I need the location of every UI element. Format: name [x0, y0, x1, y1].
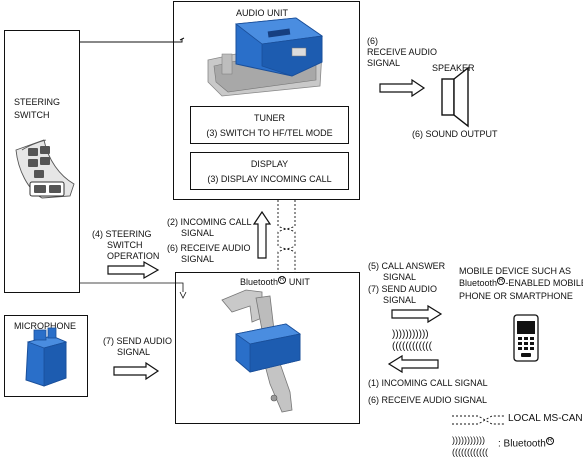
mobile-device-2-post: -ENABLED MOBILE	[505, 278, 583, 288]
send-audio-right-1: (7) SEND AUDIO	[368, 284, 438, 294]
display-title: DISPLAY	[250, 159, 289, 169]
arrow-mic-send-audio	[113, 361, 160, 381]
legend-bluetooth-symbol: ))))))))))) ((((((((((((	[452, 435, 488, 457]
local-ms-can-link	[277, 200, 296, 272]
audio-unit-title: AUDIO UNIT	[236, 8, 289, 18]
incoming-call-right: (1) INCOMING CALL SIGNAL	[368, 378, 488, 388]
mic-send-audio-1: (7) SEND AUDIO	[103, 336, 173, 346]
legend-bluetooth-pre: : Bluetooth	[498, 438, 546, 450]
steering-switch-label-2: SWITCH	[14, 110, 50, 120]
speaker-receive-2: RECEIVE AUDIO	[367, 47, 438, 57]
speaker-receive-3: SIGNAL	[367, 58, 401, 68]
receive-audio-right: (6) RECEIVE AUDIO SIGNAL	[368, 395, 488, 405]
bluetooth-unit-image	[221, 289, 301, 413]
send-audio-right-2: SIGNAL	[383, 295, 417, 305]
mic-send-audio-2: SIGNAL	[117, 347, 151, 357]
bluetooth-wave-out: )))))))))))	[392, 329, 429, 340]
svg-text:((((((((((((: ((((((((((((	[452, 447, 488, 457]
registered-mark: R	[278, 276, 287, 284]
svg-text:((((((((((((: ((((((((((((	[392, 341, 433, 352]
bluetooth-unit-title-pre: Bluetooth	[240, 277, 279, 287]
steering-to-bluetooth-line	[80, 282, 187, 299]
display-text: (3) DISPLAY INCOMING CALL	[207, 174, 332, 184]
incoming-call-signal-1: (2) INCOMING CALL	[167, 217, 252, 227]
mobile-device-2-pre: Bluetooth	[459, 278, 498, 288]
steering-operation-1: (4) STEERING	[92, 229, 152, 239]
svg-text:))))))))))): )))))))))))	[452, 435, 485, 445]
microphone-label: MICROPHONE	[14, 321, 77, 331]
call-answer-signal-1: (5) CALL ANSWER	[368, 261, 446, 271]
registered-mark-mobile: R	[497, 277, 506, 285]
arrow-steering-operation	[107, 260, 160, 280]
receive-audio-mid-1: (6) RECEIVE AUDIO	[167, 243, 251, 253]
steering-operation-3: OPERATION	[107, 251, 160, 261]
bluetooth-wave-in: ((((((((((((	[392, 341, 433, 352]
microphone-image	[25, 327, 68, 387]
display-box	[190, 152, 349, 190]
bluetooth-unit-title-post: UNIT	[286, 277, 310, 287]
arrow-mobile-to-bluetooth	[387, 354, 439, 374]
speaker-icon	[441, 66, 469, 128]
call-answer-signal-2: SIGNAL	[383, 272, 417, 282]
arrow-bluetooth-to-audio-up	[252, 210, 272, 259]
legend-local-ms-can: LOCAL MS-CAN	[508, 413, 583, 424]
incoming-call-signal-2: SIGNAL	[181, 228, 215, 238]
tuner-text: (3) SWITCH TO HF/TEL MODE	[206, 128, 333, 138]
steering-switch-image	[15, 139, 75, 199]
tuner-title: TUNER	[254, 113, 285, 123]
sound-output-label: (6) SOUND OUTPUT	[412, 129, 498, 139]
mobile-phone-icon	[513, 314, 539, 362]
mobile-device-1: MOBILE DEVICE SUCH AS	[459, 266, 572, 276]
mobile-device-3: PHONE OR SMARTPHONE	[459, 291, 573, 301]
legend-ms-can-symbol	[452, 415, 504, 425]
audio-unit-image	[207, 17, 324, 97]
registered-mark-legend: R	[545, 437, 555, 445]
svg-text:))))))))))): )))))))))))	[392, 329, 429, 340]
steering-operation-2: SWITCH	[107, 240, 143, 250]
steering-to-audio-line	[80, 37, 185, 43]
arrow-send-to-mobile	[391, 304, 443, 324]
speaker-receive-1: (6)	[367, 36, 378, 46]
steering-switch-label-1: STEERING	[14, 97, 61, 107]
tuner-box	[190, 106, 349, 144]
receive-audio-mid-2: SIGNAL	[181, 254, 215, 264]
arrow-audio-to-speaker	[379, 78, 426, 98]
speaker-label: SPEAKER	[432, 63, 475, 73]
